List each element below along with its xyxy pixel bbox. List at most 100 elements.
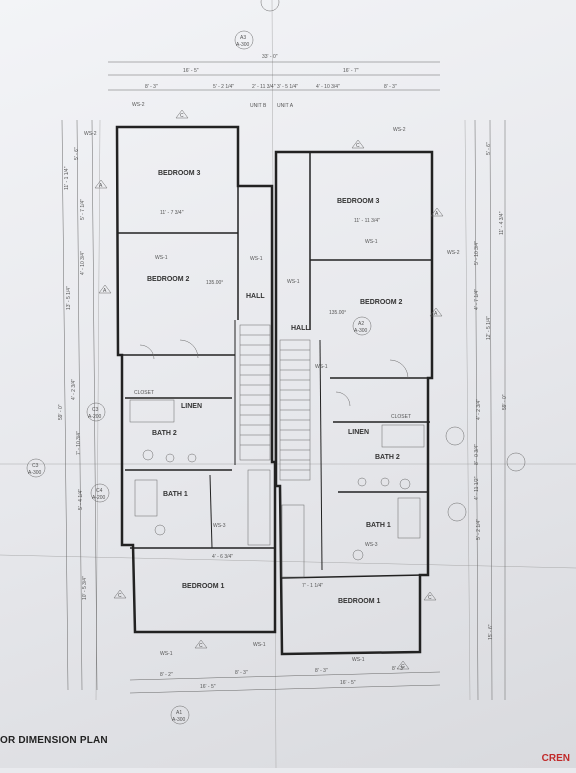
dim-right-4: 4' - 7 1/4" [474, 289, 480, 310]
dim-left-6: 4' - 2 3/4" [71, 379, 77, 400]
dim-left-3: 5' - 7 1/4" [80, 199, 86, 220]
dimension-lines [62, 62, 505, 700]
left-dims: 11' - 1 1/4" 5' - 6" 5' - 7 1/4" 4' - 10… [58, 147, 88, 600]
label-a-bath-1: BATH 1 [366, 522, 391, 529]
dim-bottom-sub-1: 8' - 2" [160, 672, 173, 678]
dim-left-4: 4' - 10 3/4" [80, 251, 86, 275]
wall-tag-7: WS-1 [287, 279, 300, 285]
dim-left-7: 7' - 10 3/4" [76, 431, 82, 455]
dim-a-bedroom-2: 135.00° [329, 310, 346, 316]
label-a-bedroom-1: BEDROOM 1 [338, 598, 381, 605]
wall-tag-8: WS-1 [315, 364, 328, 370]
dim-bottom-sub-2: 8' - 3" [235, 670, 248, 676]
svg-text:C: C [401, 664, 405, 670]
wall-tag-1: WS-2 [132, 102, 145, 108]
label-a-bath-2: BATH 2 [375, 454, 400, 461]
dim-left-9: 10' - 5 3/4" [82, 576, 88, 600]
label-b-closet: CLOSET [134, 390, 154, 396]
wall-tag-9: WS-3 [213, 523, 226, 529]
unit-a-walls [276, 152, 432, 654]
wall-tag-10: WS-3 [365, 542, 378, 548]
wall-tag-11: WS-1 [160, 651, 173, 657]
section-marker-texts: A3 A-300 C3 A-300 C3 A-200 C4 A-200 A1 A… [28, 35, 368, 723]
marker-c4-id: C4 [96, 488, 103, 494]
marker-a3-id: A3 [240, 35, 246, 41]
dim-top-total: 33' - 0" [262, 54, 278, 60]
dim-b-bedroom-3: 11' - 7 3/4" [160, 210, 184, 216]
dim-bottom-left: 16' - 5" [200, 684, 216, 690]
dim-right-6: 4' - 2 3/4" [476, 399, 482, 420]
dim-right-5: 12' - 5 1/4" [486, 316, 492, 340]
dim-a-bedroom-1: 7' - 1 1/4" [302, 583, 323, 589]
dim-right-10: 15' - 6" [488, 624, 494, 640]
dim-top-5: 4' - 10 3/4" [316, 84, 340, 90]
dim-top-4: 3' - 5 1/4" [277, 84, 298, 90]
wall-tag-4: WS-1 [155, 255, 168, 261]
dim-right-7: 8' - 0 3/4" [474, 444, 480, 465]
label-b-bath-2: BATH 2 [152, 430, 177, 437]
marker-a2-sheet: A-300 [354, 328, 368, 334]
dim-b-bedroom-2: 135.00° [206, 280, 223, 286]
dim-right-9: 5' - 2 1/4" [476, 519, 482, 540]
label-a-bedroom-3: BEDROOM 3 [337, 198, 380, 205]
wall-tag-3: WS-2 [393, 127, 406, 133]
watermark-logo: CREN [542, 753, 570, 764]
dim-left-1: 11' - 1 1/4" [64, 166, 70, 190]
unit-a-label: UNIT A [277, 103, 294, 109]
svg-text:C: C [180, 113, 184, 119]
unit-b-walls [117, 127, 275, 632]
label-b-bath-1: BATH 1 [163, 491, 188, 498]
dim-bottom-right: 16' - 5" [340, 680, 356, 686]
marker-a3-sheet: A-300 [236, 42, 250, 48]
dim-left-5: 13' - 5 1/4" [66, 286, 72, 310]
dim-right-3: 5' - 10 3/4" [474, 241, 480, 265]
label-a-bedroom-2: BEDROOM 2 [360, 299, 403, 306]
label-b-hall: HALL [246, 293, 265, 300]
wall-tag-2: WS-2 [84, 131, 97, 137]
wall-tag-5: WS-1 [250, 256, 263, 262]
dim-top-2: 5' - 2 1/4" [213, 84, 234, 90]
dim-left-2: 5' - 6" [74, 147, 80, 160]
label-a-closet: CLOSET [391, 414, 411, 420]
marker-a1-sheet: A-300 [172, 717, 186, 723]
dim-left-8: 5' - 4 1/4" [78, 489, 84, 510]
dim-a-bedroom-3: 11' - 11 3/4" [354, 218, 380, 224]
marker-a1-id: A1 [176, 710, 182, 716]
marker-c4-sheet: A-200 [92, 495, 106, 501]
wall-tag-14: WS-2 [447, 250, 460, 256]
label-a-linen: LINEN [348, 429, 369, 436]
dim-right-1: 5' - 6" [486, 142, 492, 155]
marker-a2-id: A2 [358, 321, 364, 327]
wall-tag-6: WS-1 [365, 239, 378, 245]
marker-c3-sheet: A-200 [88, 414, 102, 420]
dim-right-8: 4' - 11 1/2" [474, 476, 480, 500]
label-b-bedroom-1: BEDROOM 1 [182, 583, 225, 590]
dim-b-bedroom-1: 4' - 6 3/4" [212, 554, 233, 560]
label-b-linen: LINEN [181, 403, 202, 410]
dim-right-total: 59' - 0" [502, 394, 508, 410]
svg-text:C: C [199, 643, 203, 649]
svg-text:C: C [118, 593, 122, 599]
marker-c3-left-id: C3 [32, 463, 39, 469]
wall-tag-12: WS-1 [253, 642, 266, 648]
svg-text:C: C [428, 595, 432, 601]
unit-b-label: UNIT B [250, 103, 267, 109]
marker-c3-left-sheet: A-300 [28, 470, 42, 476]
label-b-bedroom-3: BEDROOM 3 [158, 170, 201, 177]
label-b-bedroom-2: BEDROOM 2 [147, 276, 190, 283]
dim-left-total: 59' - 0" [58, 404, 64, 420]
label-a-hall: HALL [291, 325, 310, 332]
svg-text:C: C [356, 143, 360, 149]
dim-bottom-sub-3: 8' - 3" [315, 668, 328, 674]
dim-top-3: 2' - 11 3/4" [252, 84, 276, 90]
plan-title: OR DIMENSION PLAN [0, 735, 108, 746]
dim-top-6: 8' - 3" [384, 84, 397, 90]
dim-top-left: 16' - 5" [183, 68, 199, 74]
wall-tag-13: WS-1 [352, 657, 365, 663]
dim-right-2: 11' - 4 3/4" [499, 211, 505, 235]
marker-c3-id: C3 [92, 407, 99, 413]
dim-top-right: 16' - 7" [343, 68, 359, 74]
dim-top-1: 8' - 3" [145, 84, 158, 90]
